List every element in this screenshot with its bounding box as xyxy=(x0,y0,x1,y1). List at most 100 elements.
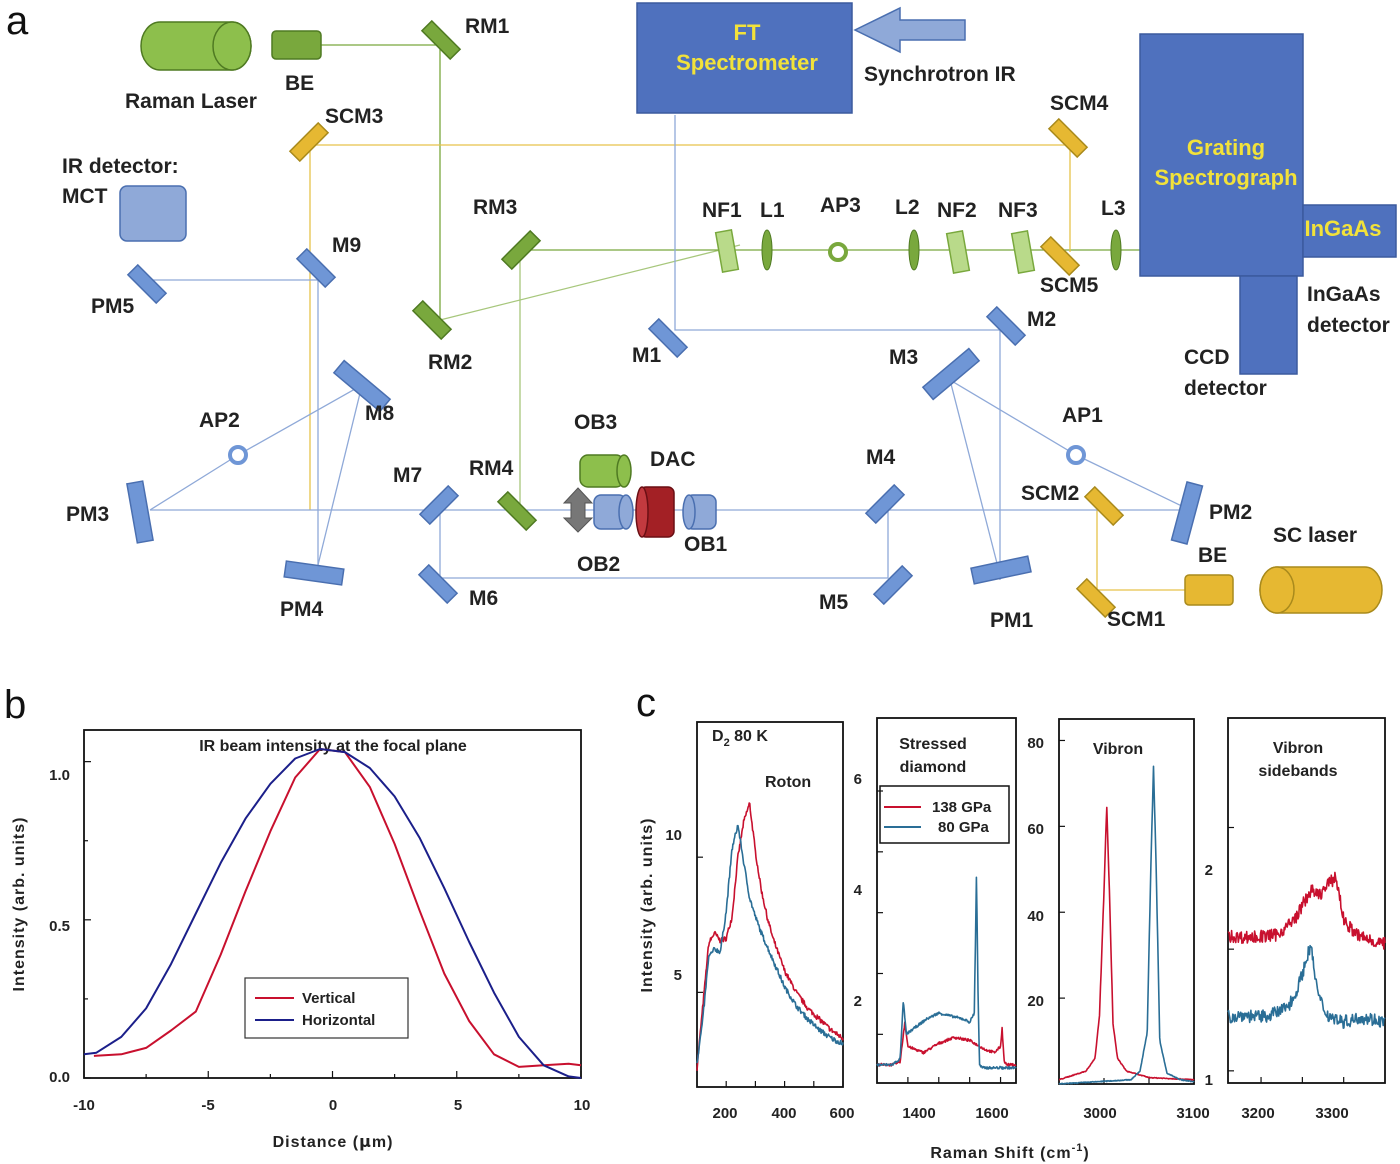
label-m5: M5 xyxy=(819,591,848,614)
mirror-scm1 xyxy=(1075,577,1117,619)
c1-xtick: 200 xyxy=(712,1105,737,1122)
aperture-ap2 xyxy=(228,445,248,465)
panel-a-diagram: a FT Spectrometer xyxy=(6,0,1397,632)
chart-b-series xyxy=(83,748,582,1079)
chart-b-ylabel: Intensity (arb. units) xyxy=(11,817,28,992)
label-rm3: RM3 xyxy=(473,196,517,219)
lens-l1 xyxy=(761,229,773,271)
c4-xtick: 3200 xyxy=(1241,1105,1274,1122)
b-ytick: 1.0 xyxy=(49,767,70,784)
chart-c3-frame xyxy=(1058,718,1195,1085)
chart-c-ticks xyxy=(697,739,1345,1087)
mirror-scm2 xyxy=(1083,485,1125,527)
c2-legend-label-80: 80 GPa xyxy=(938,819,990,836)
label-nf2: NF2 xyxy=(937,199,977,222)
ir-mirrors xyxy=(126,247,1204,606)
label-dac: DAC xyxy=(650,448,696,471)
label-scm5: SCM5 xyxy=(1040,274,1099,297)
raman-mirrors xyxy=(411,19,542,532)
label-synchrotron-ir: Synchrotron IR xyxy=(864,63,1016,86)
label-m7: M7 xyxy=(393,464,422,487)
c2-xtick: 1400 xyxy=(902,1105,935,1122)
mirror-m4 xyxy=(864,483,906,525)
mirror-m2 xyxy=(985,305,1027,347)
ir-beam-path xyxy=(439,510,889,579)
filter-nf2 xyxy=(945,230,971,274)
chart-c4-frame xyxy=(1227,717,1386,1084)
label-m1: M1 xyxy=(632,344,661,367)
mirror-scm3 xyxy=(288,121,330,163)
label-nf1: NF1 xyxy=(702,199,742,222)
c3-ytick: 80 xyxy=(1027,735,1044,752)
objective-ob3 xyxy=(579,454,632,488)
mirror-m1 xyxy=(647,317,689,359)
beam-expander-right xyxy=(1184,574,1234,606)
label-pm3: PM3 xyxy=(66,503,109,526)
c2-xtick: 1600 xyxy=(975,1105,1008,1122)
aperture-ap3 xyxy=(828,242,848,262)
label-mct: MCT xyxy=(62,185,108,208)
panel-letter-b: b xyxy=(4,683,26,727)
c1-ytick: 10 xyxy=(665,827,682,844)
sc-mirrors xyxy=(288,117,1125,619)
chart-b-title: IR beam intensity at the focal plane xyxy=(199,738,467,755)
series-line-2-1 xyxy=(876,876,1017,1070)
label-ap3: AP3 xyxy=(820,194,861,217)
c4-xtick: 3300 xyxy=(1315,1105,1348,1122)
c2-ytick: 4 xyxy=(854,882,863,899)
label-ingaas-detector-1: InGaAs xyxy=(1307,283,1381,306)
label-nf3: NF3 xyxy=(998,199,1038,222)
c1-xtick: 400 xyxy=(771,1105,796,1122)
c1-xtick: 600 xyxy=(829,1105,854,1122)
label-l2: L2 xyxy=(895,196,920,219)
label-ccd-1: CCD xyxy=(1184,346,1230,369)
sc-laser xyxy=(1259,566,1383,614)
mirror-pm3 xyxy=(126,480,154,544)
label-ob2: OB2 xyxy=(577,553,620,576)
label-ccd-2: detector xyxy=(1184,377,1267,400)
mirror-rm1 xyxy=(420,19,462,61)
b-xtick: -5 xyxy=(201,1097,214,1114)
ft-spectrometer: FT Spectrometer xyxy=(636,2,853,114)
mct-detector xyxy=(119,185,187,242)
c3-xtick: 3100 xyxy=(1176,1105,1209,1122)
chart-c1-title: D2 80 K xyxy=(712,728,768,749)
chart-b-xlabel: Distance (μm) xyxy=(273,1132,394,1151)
b-xtick: 10 xyxy=(574,1097,591,1114)
aperture-ap1 xyxy=(1066,445,1086,465)
chart-c-ylabel: Intensity (arb. units) xyxy=(639,818,656,993)
beam-expander-top xyxy=(271,30,322,60)
series-line-3-1 xyxy=(1058,765,1195,1085)
panel-letter-c: c xyxy=(636,681,656,725)
mirror-m9 xyxy=(295,247,337,289)
label-sc-laser: SC laser xyxy=(1273,524,1357,547)
ir-beam-path xyxy=(149,383,363,566)
mirror-pm4 xyxy=(283,560,345,586)
chart-c2-title-1: Stressed xyxy=(899,736,967,753)
chart-b-ticks xyxy=(83,761,582,1079)
label-be-right: BE xyxy=(1198,544,1227,567)
c3-ytick: 40 xyxy=(1027,908,1044,925)
label-m9: M9 xyxy=(332,234,361,257)
grating-spectrograph: Grating Spectrograph InGaAs xyxy=(1139,33,1397,375)
series-line-1-1 xyxy=(696,824,844,1064)
mirror-pm1 xyxy=(970,555,1032,585)
chart-c3-title: Vibron xyxy=(1093,741,1143,758)
label-rm1: RM1 xyxy=(465,15,510,38)
mirror-rm4 xyxy=(496,490,538,532)
ingaas-box-label: InGaAs xyxy=(1304,216,1381,241)
panel-b-chart: b IR beam intensity at the focal plane -… xyxy=(4,683,590,1151)
raman-laser xyxy=(140,21,252,71)
mirror-scm4 xyxy=(1047,117,1089,159)
b-ytick: 0.0 xyxy=(49,1069,70,1086)
label-scm4: SCM4 xyxy=(1050,92,1109,115)
c4-ytick: 1 xyxy=(1205,1072,1213,1089)
label-ob3: OB3 xyxy=(574,411,617,434)
mirror-m3 xyxy=(921,347,981,401)
chart-c1-note: Roton xyxy=(765,774,811,791)
label-raman-laser: Raman Laser xyxy=(125,90,257,113)
diamond-anvil-cell xyxy=(635,486,675,538)
filters-lenses xyxy=(228,229,1122,465)
raman-beam-path xyxy=(439,244,741,321)
mirror-m5 xyxy=(872,564,914,606)
